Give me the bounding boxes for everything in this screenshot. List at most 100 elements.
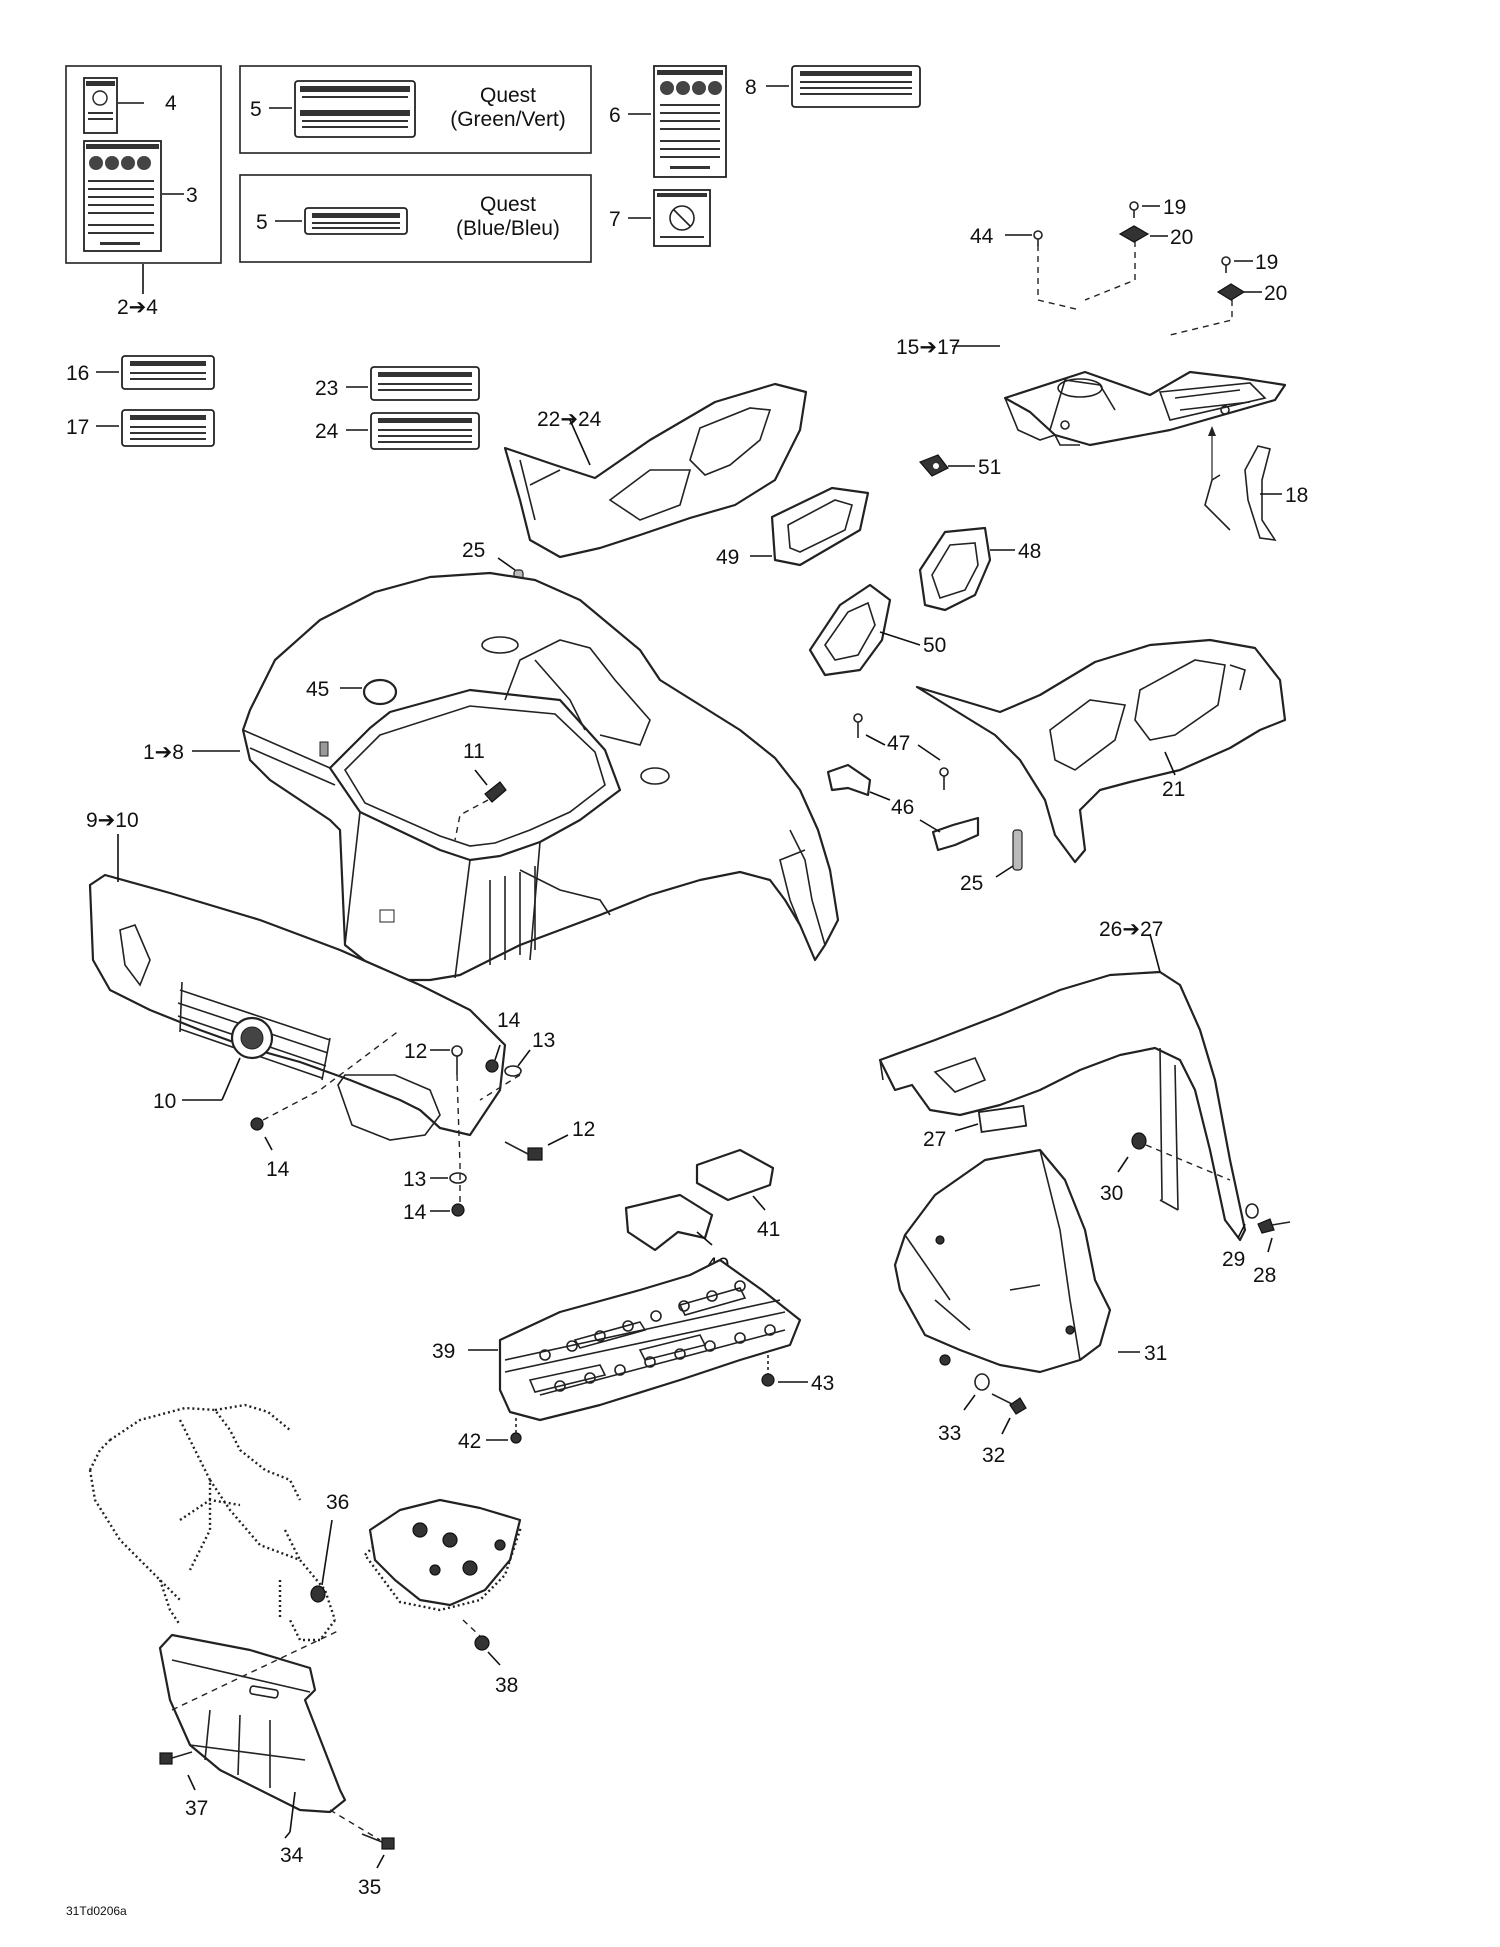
bumper-9-10: [88, 873, 507, 1141]
screw-19b: [1221, 256, 1231, 273]
label-39: 39: [432, 1340, 455, 1363]
label-44: 44: [970, 225, 994, 248]
decal-6: [653, 65, 727, 178]
screw-37: [159, 1751, 193, 1765]
mount-plate-guard: [368, 1498, 522, 1607]
label-12b: 12: [572, 1118, 595, 1141]
label-17: 17: [66, 416, 89, 439]
decal-group-2-4: 4 3 2➔4: [65, 65, 222, 319]
nut-36: [310, 1585, 326, 1603]
plug-45: [362, 678, 398, 706]
decal-17: [121, 409, 215, 447]
screw-11: [484, 781, 507, 803]
nut-14c: [451, 1203, 465, 1217]
side-panel-21: [915, 638, 1287, 864]
front-body-1-8: [241, 571, 840, 982]
label-5-blue: 5: [256, 211, 268, 234]
label-9-10: 9➔10: [86, 809, 139, 832]
part-50: [808, 583, 892, 677]
screw-12b: [504, 1141, 543, 1161]
label-20a: 20: [1170, 226, 1193, 249]
screw-28: [1257, 1218, 1291, 1234]
quest-green-line1: Quest: [480, 84, 536, 107]
nut-30: [1131, 1132, 1147, 1150]
label-15-17: 15➔17: [896, 336, 960, 359]
label-19a: 19: [1163, 196, 1186, 219]
nut-14b: [250, 1117, 264, 1131]
label-14c: 14: [403, 1201, 427, 1224]
label-51: 51: [978, 456, 1001, 479]
label-23: 23: [315, 377, 338, 400]
label-48: 48: [1018, 540, 1041, 563]
label-37: 37: [185, 1797, 208, 1820]
screw-47b: [939, 767, 949, 790]
label-24: 24: [315, 420, 339, 443]
screw-47a: [853, 713, 863, 738]
label-19b: 19: [1255, 251, 1278, 274]
screw-44: [1033, 230, 1043, 246]
label-6: 6: [609, 104, 621, 127]
decal-8: [791, 65, 921, 108]
label-45: 45: [306, 678, 329, 701]
label-27: 27: [923, 1128, 946, 1151]
bracket-46b: [931, 816, 980, 852]
label-7: 7: [609, 208, 621, 231]
decal-24: [370, 412, 480, 450]
label-25a: 25: [462, 539, 485, 562]
part-18: [1204, 426, 1277, 542]
label-31: 31: [1144, 1342, 1167, 1365]
decal-4: [83, 77, 118, 134]
decal-3: [83, 140, 162, 252]
nut-14a: [485, 1059, 499, 1073]
screw-12a: [451, 1045, 463, 1075]
console-15-17: [1003, 370, 1287, 447]
label-22-24: 22➔24: [537, 408, 602, 431]
nut-38: [474, 1635, 490, 1651]
label-38: 38: [495, 1674, 518, 1697]
label-29: 29: [1222, 1248, 1245, 1271]
washer-13b: [449, 1172, 467, 1184]
label-11: 11: [463, 740, 485, 763]
label-2-4: 2➔4: [117, 296, 158, 319]
screw-32: [991, 1393, 1027, 1415]
decal-frame-2-4: [65, 65, 222, 264]
label-8: 8: [745, 76, 757, 99]
label-13a: 13: [532, 1029, 555, 1052]
label-16: 16: [66, 362, 89, 385]
decal-23: [370, 366, 480, 401]
label-41: 41: [757, 1218, 780, 1241]
label-18: 18: [1285, 484, 1308, 507]
screw-35: [361, 1833, 395, 1850]
decal-5-blue: [304, 207, 408, 235]
label-49: 49: [716, 546, 739, 569]
label-33: 33: [938, 1422, 961, 1445]
quest-blue-line2: (Blue/Bleu): [456, 217, 560, 240]
clip-51: [918, 454, 949, 477]
washer-33: [974, 1373, 990, 1391]
label-26-27: 26➔27: [1099, 918, 1163, 941]
label-25b: 25: [960, 872, 983, 895]
label-10: 10: [153, 1090, 176, 1113]
label-13b: 13: [403, 1168, 426, 1191]
label-46: 46: [891, 796, 914, 819]
decal-box-quest-green: 5 Quest (Green/Vert): [239, 65, 592, 154]
screw-19a: [1129, 201, 1139, 218]
label-43: 43: [811, 1372, 834, 1395]
label-36: 36: [326, 1491, 349, 1514]
decal-16: [121, 355, 215, 390]
label-3: 3: [186, 184, 198, 207]
label-12a: 12: [404, 1040, 427, 1063]
label-1-8: 1➔8: [143, 741, 184, 764]
screw-42: [510, 1418, 522, 1444]
clip-20a: [1118, 225, 1150, 243]
mudflap-31: [893, 1148, 1112, 1374]
clip-25b: [1012, 829, 1023, 871]
reference-code: 31Td0206a: [66, 1904, 127, 1918]
washer-13a: [504, 1065, 522, 1077]
label-28: 28: [1253, 1264, 1276, 1287]
label-34: 34: [280, 1844, 304, 1867]
label-50: 50: [923, 634, 946, 657]
washer-29: [1245, 1203, 1259, 1219]
label-32: 32: [982, 1444, 1005, 1467]
